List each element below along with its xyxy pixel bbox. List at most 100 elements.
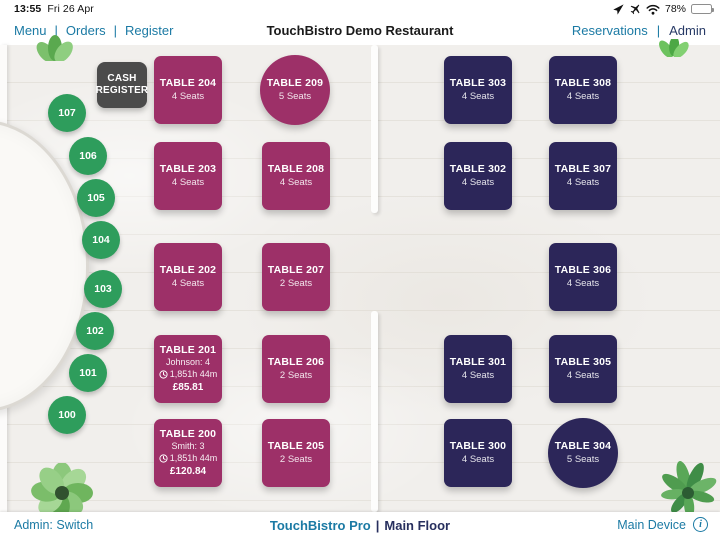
- stool-107[interactable]: 107: [48, 94, 86, 132]
- table-name: TABLE 302: [449, 163, 507, 175]
- table-203[interactable]: TABLE 203 4 Seats: [154, 142, 222, 210]
- nav-admin-link[interactable]: Admin: [669, 23, 706, 38]
- nav-bar: Menu | Orders | Register TouchBistro Dem…: [0, 18, 720, 45]
- stool-102[interactable]: 102: [76, 312, 114, 350]
- table-name: TABLE 303: [449, 77, 507, 89]
- table-seats: 2 Seats: [279, 369, 313, 381]
- table-205[interactable]: TABLE 205 2 Seats: [262, 419, 330, 487]
- table-seats: 4 Seats: [566, 90, 600, 102]
- table-seats: 4 Seats: [566, 176, 600, 188]
- table-name: TABLE 207: [267, 264, 325, 276]
- nav-reservations-link[interactable]: Reservations: [571, 23, 648, 38]
- floor: CASH REGISTER: [0, 35, 720, 512]
- nav-separator: |: [656, 23, 661, 38]
- table-seats: 4 Seats: [171, 277, 205, 289]
- plant-bottom-left: [31, 463, 93, 512]
- cash-register-label-line1: CASH: [107, 72, 137, 84]
- table-200[interactable]: TABLE 200 Smith: 3 1,851h 44m £120.84: [154, 419, 222, 487]
- table-name: TABLE 209: [266, 77, 324, 89]
- stool-label: 105: [87, 192, 105, 204]
- table-207[interactable]: TABLE 207 2 Seats: [262, 243, 330, 311]
- table-209[interactable]: TABLE 209 5 Seats: [260, 55, 330, 125]
- battery-icon: [691, 4, 714, 14]
- stool-106[interactable]: 106: [69, 137, 107, 175]
- stool-105[interactable]: 105: [77, 179, 115, 217]
- table-name: TABLE 200: [159, 427, 217, 440]
- table-206[interactable]: TABLE 206 2 Seats: [262, 335, 330, 403]
- table-seats: 5 Seats: [566, 453, 600, 465]
- table-300[interactable]: TABLE 300 4 Seats: [444, 419, 512, 487]
- table-306[interactable]: TABLE 306 4 Seats: [549, 243, 617, 311]
- table-204[interactable]: TABLE 204 4 Seats: [154, 56, 222, 124]
- table-name: TABLE 201: [159, 343, 217, 356]
- table-seats: 4 Seats: [461, 176, 495, 188]
- table-301[interactable]: TABLE 301 4 Seats: [444, 335, 512, 403]
- table-duration: 1,851h 44m: [169, 453, 218, 464]
- bottom-center-title: TouchBistro Pro | Main Floor: [0, 518, 720, 533]
- status-date: Fri 26 Apr: [47, 3, 94, 15]
- main-device-link[interactable]: Main Device: [617, 517, 686, 532]
- table-name: TABLE 204: [159, 77, 217, 89]
- table-seats: 4 Seats: [461, 453, 495, 465]
- nav-left-links: Menu | Orders | Register: [14, 23, 173, 38]
- table-seats: 4 Seats: [171, 90, 205, 102]
- stool-label: 107: [58, 107, 76, 119]
- battery-percent: 78%: [664, 3, 686, 15]
- table-name: TABLE 208: [267, 163, 325, 175]
- table-304[interactable]: TABLE 304 5 Seats: [548, 418, 618, 488]
- table-seats: 4 Seats: [461, 90, 495, 102]
- table-name: TABLE 307: [554, 163, 612, 175]
- stool-label: 101: [79, 367, 97, 379]
- table-seats: 2 Seats: [279, 453, 313, 465]
- stool-label: 100: [58, 409, 76, 421]
- bottom-bar: Admin: Switch TouchBistro Pro | Main Flo…: [0, 512, 720, 540]
- table-guest: Johnson: 4: [165, 357, 211, 368]
- table-name: TABLE 301: [449, 356, 507, 368]
- admin-switch-link[interactable]: Admin: Switch: [14, 518, 94, 532]
- wall-divider-top: [371, 45, 378, 213]
- wall-divider-bottom: [371, 311, 378, 512]
- airplane-icon: [630, 4, 640, 15]
- stool-100[interactable]: 100: [48, 396, 86, 434]
- nav-menu-link[interactable]: Menu: [14, 23, 47, 38]
- cash-register[interactable]: CASH REGISTER: [96, 62, 148, 108]
- table-307[interactable]: TABLE 307 4 Seats: [549, 142, 617, 210]
- table-308[interactable]: TABLE 308 4 Seats: [549, 56, 617, 124]
- table-seats: 5 Seats: [278, 90, 312, 102]
- table-name: TABLE 205: [267, 440, 325, 452]
- floor-name: Main Floor: [384, 518, 451, 533]
- info-icon[interactable]: i: [693, 517, 708, 532]
- table-302[interactable]: TABLE 302 4 Seats: [444, 142, 512, 210]
- stool-label: 104: [92, 234, 110, 246]
- table-name: TABLE 202: [159, 264, 217, 276]
- nav-separator: |: [54, 23, 58, 38]
- table-total: £85.81: [172, 381, 204, 393]
- plant-top-right: [659, 39, 689, 57]
- table-305[interactable]: TABLE 305 4 Seats: [549, 335, 617, 403]
- stool-103[interactable]: 103: [84, 270, 122, 308]
- table-202[interactable]: TABLE 202 4 Seats: [154, 243, 222, 311]
- table-seats: 4 Seats: [171, 176, 205, 188]
- stool-101[interactable]: 101: [69, 354, 107, 392]
- stool-104[interactable]: 104: [82, 221, 120, 259]
- table-name: TABLE 203: [159, 163, 217, 175]
- stool-label: 106: [79, 150, 97, 162]
- table-name: TABLE 305: [554, 356, 612, 368]
- status-time: 13:55: [14, 3, 42, 15]
- title-separator: |: [375, 518, 380, 533]
- table-201[interactable]: TABLE 201 Johnson: 4 1,851h 44m £85.81: [154, 335, 222, 403]
- table-seats: 4 Seats: [566, 369, 600, 381]
- table-seats: 4 Seats: [279, 176, 313, 188]
- table-seats: 2 Seats: [279, 277, 313, 289]
- status-icons: 78%: [613, 3, 714, 15]
- table-duration: 1,851h 44m: [169, 369, 218, 380]
- nav-orders-link[interactable]: Orders: [65, 23, 106, 38]
- table-303[interactable]: TABLE 303 4 Seats: [444, 56, 512, 124]
- table-208[interactable]: TABLE 208 4 Seats: [262, 142, 330, 210]
- nav-register-link[interactable]: Register: [125, 23, 174, 38]
- stool-label: 102: [86, 325, 104, 337]
- table-duration-row: 1,851h 44m: [159, 453, 218, 465]
- location-arrow-icon: [613, 3, 624, 15]
- page-title: TouchBistro Demo Restaurant: [266, 23, 454, 38]
